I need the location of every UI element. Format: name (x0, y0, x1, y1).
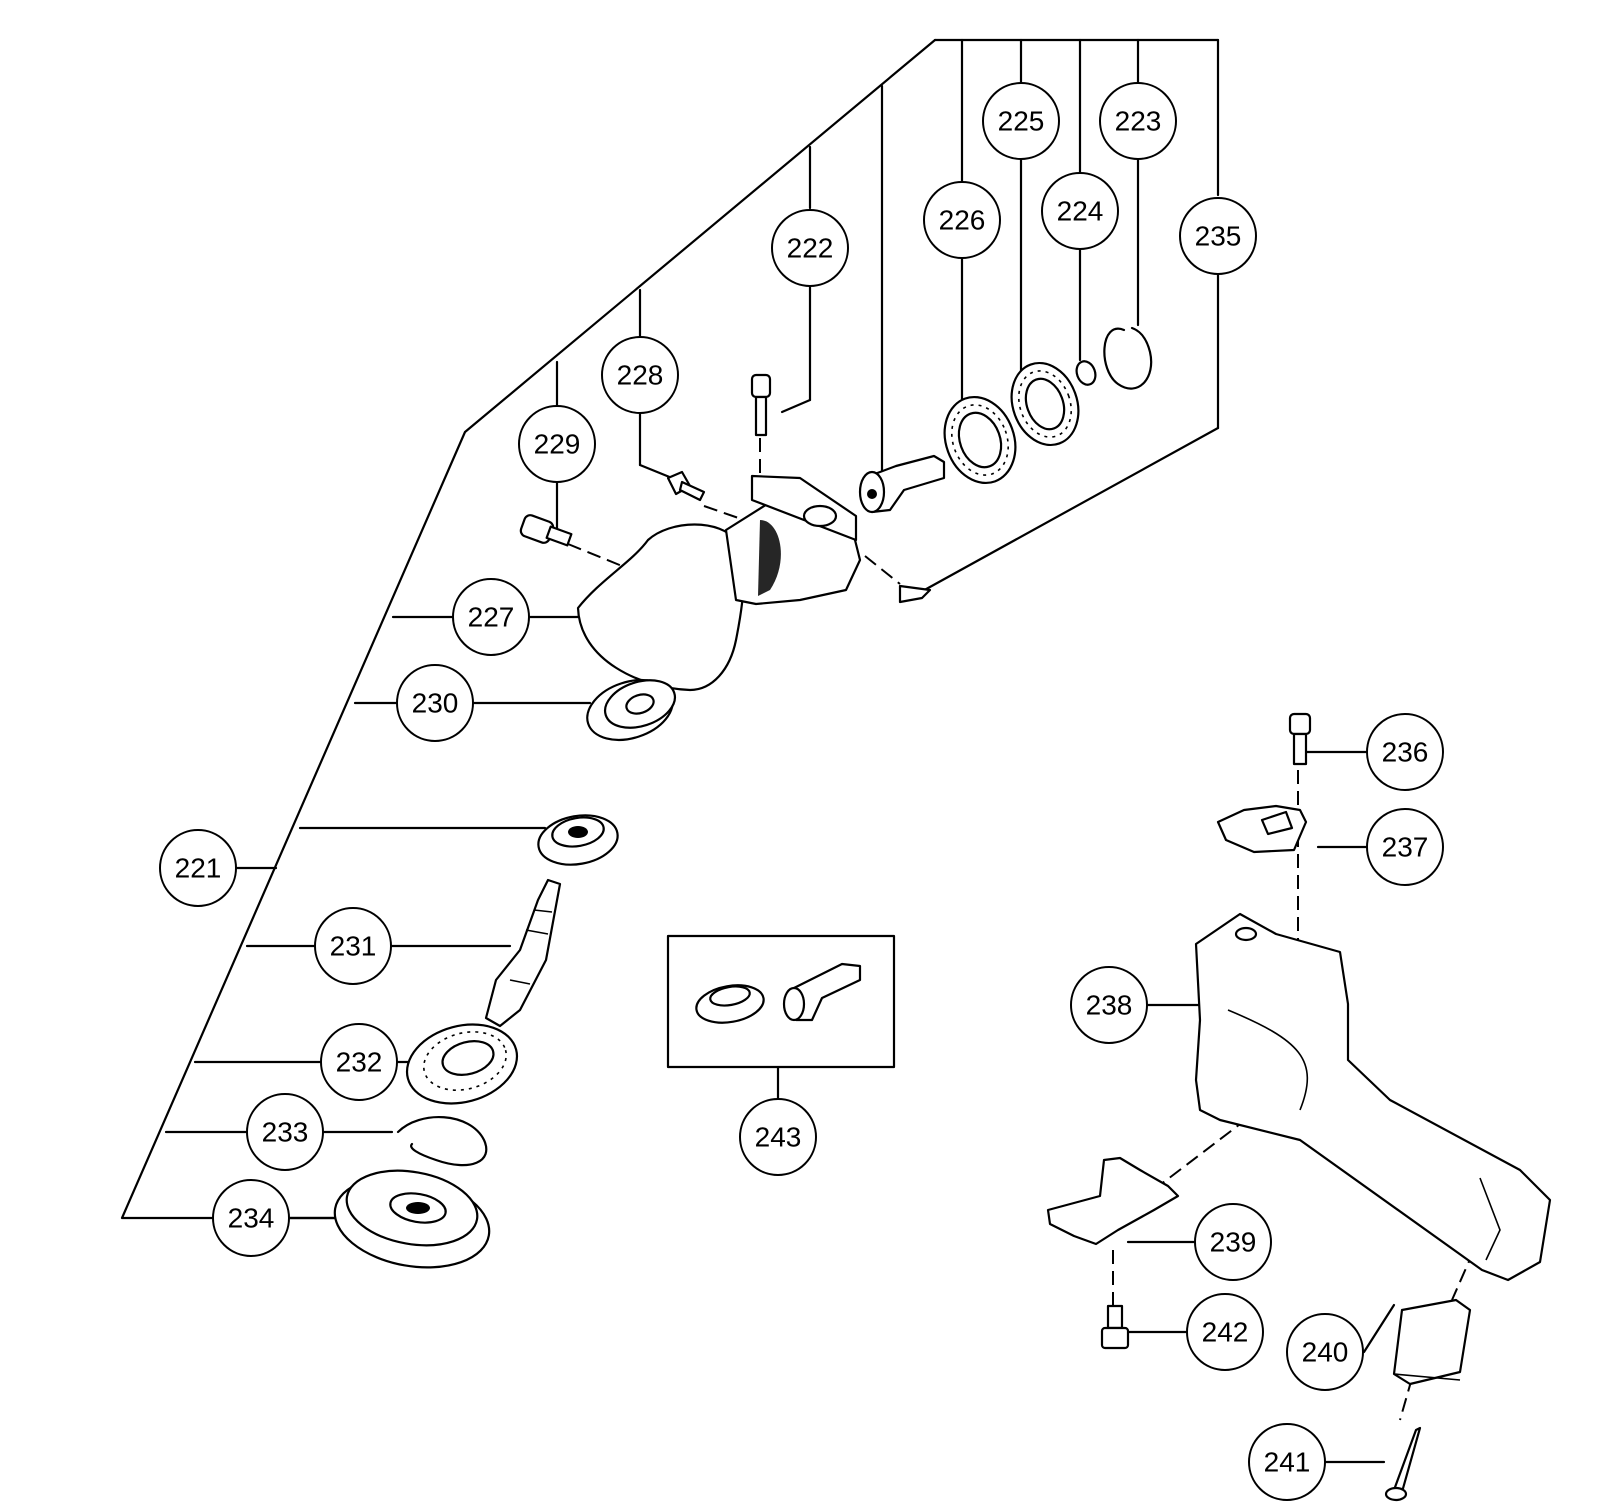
callout-228-bubble (601, 336, 679, 414)
screw-241-drawing (1384, 1426, 1422, 1502)
callout-228-label: 228 (617, 360, 664, 391)
callout-230-bubble (396, 664, 474, 742)
callout-222-label: 222 (787, 233, 834, 264)
callout-229: 229 (518, 405, 596, 483)
bolt-222-drawing (750, 373, 772, 437)
callout-230: 230 (396, 664, 474, 742)
callout-238-bubble (1070, 966, 1148, 1044)
callout-232-label: 232 (336, 1047, 383, 1078)
callout-222: 222 (771, 209, 849, 287)
pin-235-drawing (898, 584, 932, 604)
callout-238-label: 238 (1086, 990, 1133, 1021)
callout-233-bubble (246, 1093, 324, 1171)
clamp-237-drawing (1216, 804, 1308, 854)
callout-243-bubble (739, 1098, 817, 1176)
washer-224-drawing (1075, 360, 1097, 386)
callout-223-label: 223 (1115, 106, 1162, 137)
callout-230-label: 230 (412, 688, 459, 719)
callout-239-bubble (1194, 1203, 1272, 1281)
callout-237-bubble (1366, 808, 1444, 886)
callout-243: 243 (739, 1098, 817, 1176)
callout-240-label: 240 (1302, 1337, 1349, 1368)
callout-242: 242 (1186, 1293, 1264, 1371)
callout-241-bubble (1248, 1423, 1326, 1501)
callout-238: 238 (1070, 966, 1148, 1044)
callout-224-label: 224 (1057, 196, 1104, 227)
callout-223: 223 (1099, 82, 1177, 160)
screw-228-drawing (666, 470, 706, 502)
callout-239: 239 (1194, 1203, 1272, 1281)
pinion-gear-226-drawing (858, 454, 946, 514)
bearing-230-drawing (586, 679, 677, 741)
callout-231-bubble (314, 907, 392, 985)
callout-221-bubble (159, 829, 237, 907)
callout-225-bubble (982, 82, 1060, 160)
callout-227-label: 227 (468, 602, 515, 633)
callout-235-bubble (1179, 197, 1257, 275)
callout-224: 224 (1041, 172, 1119, 250)
bearing-224-drawing (1010, 361, 1080, 447)
callout-231: 231 (314, 907, 392, 985)
callout-225: 225 (982, 82, 1060, 160)
callout-232: 232 (320, 1023, 398, 1101)
callout-242-label: 242 (1202, 1317, 1249, 1348)
callout-237-label: 237 (1382, 832, 1429, 863)
callout-227-bubble (452, 578, 530, 656)
callout-235: 235 (1179, 197, 1257, 275)
callout-226-label: 226 (939, 205, 986, 236)
callout-239-label: 239 (1210, 1227, 1257, 1258)
callout-225-label: 225 (998, 106, 1045, 137)
callout-236-bubble (1366, 713, 1444, 791)
plug-229-drawing (519, 514, 573, 547)
callout-228: 228 (601, 336, 679, 414)
callout-234-bubble (212, 1179, 290, 1257)
callout-227: 227 (452, 578, 530, 656)
callout-234: 234 (212, 1179, 290, 1257)
bearing-225-drawing (943, 395, 1017, 485)
callout-231-label: 231 (330, 931, 377, 962)
bevel-gear-drawing (537, 814, 619, 866)
callout-241: 241 (1248, 1423, 1326, 1501)
bracket-240-drawing (1392, 1298, 1472, 1386)
callout-226-bubble (923, 181, 1001, 259)
callout-232-bubble (320, 1023, 398, 1101)
callout-236: 236 (1366, 713, 1444, 791)
kit-243-box (666, 934, 896, 1069)
callout-222-bubble (771, 209, 849, 287)
callout-224-bubble (1041, 172, 1119, 250)
callout-237: 237 (1366, 808, 1444, 886)
bolt-236-drawing (1288, 712, 1312, 766)
circlip-233-drawing (396, 1115, 488, 1167)
callout-241-label: 241 (1264, 1447, 1311, 1478)
gear-housing-227-drawing (576, 474, 862, 692)
callout-243-label: 243 (755, 1122, 802, 1153)
bracket-239-drawing (1046, 1156, 1180, 1246)
callout-229-bubble (518, 405, 596, 483)
screw-242-drawing (1100, 1304, 1130, 1350)
callout-242-bubble (1186, 1293, 1264, 1371)
callout-223-bubble (1099, 82, 1177, 160)
callout-240-bubble (1286, 1313, 1364, 1391)
leader-lines (120, 38, 1396, 1464)
callout-221: 221 (159, 829, 237, 907)
callout-236-label: 236 (1382, 737, 1429, 768)
handle-238-drawing (1194, 912, 1552, 1282)
callout-221-label: 221 (175, 853, 222, 884)
callout-229-label: 229 (534, 429, 581, 460)
callout-226: 226 (923, 181, 1001, 259)
shaft-231-drawing (484, 878, 562, 1028)
callout-240: 240 (1286, 1313, 1364, 1391)
circlip-223-drawing (1103, 326, 1153, 390)
callout-235-label: 235 (1195, 221, 1242, 252)
bearing-232-drawing (405, 1023, 519, 1105)
callout-233-label: 233 (262, 1117, 309, 1148)
cover-234-drawing (333, 1169, 491, 1269)
callout-233: 233 (246, 1093, 324, 1171)
callout-234-label: 234 (228, 1203, 275, 1234)
